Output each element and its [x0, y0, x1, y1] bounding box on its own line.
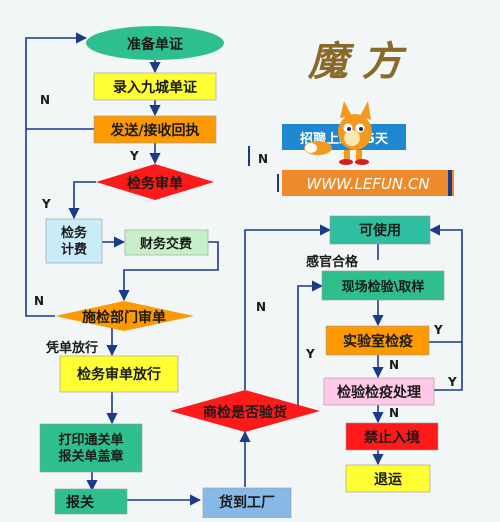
node-ban-label: 禁止入境	[364, 429, 420, 446]
node-onsite-label: 现场检验\取样	[342, 279, 425, 295]
node-return: 退运	[345, 464, 431, 493]
node-inspect-q: 商检是否验货	[170, 390, 320, 432]
node-lab-label: 实验室检疫	[343, 333, 413, 350]
edge-label-y-review: Y	[129, 149, 139, 163]
node-prepare-label: 准备单证	[127, 36, 183, 53]
node-review-label: 检务审单	[127, 175, 183, 192]
node-arrive-label: 货到工厂	[218, 494, 275, 511]
edge-label-y-process: Y	[447, 375, 457, 389]
node-arrive: 货到工厂	[202, 487, 292, 519]
node-usable-label: 可使用	[359, 222, 401, 239]
node-prepare: 准备单证	[86, 26, 224, 60]
node-onsite: 现场检验\取样	[321, 270, 445, 301]
logo-divider-2	[277, 174, 279, 192]
logo-website-edge	[448, 170, 452, 196]
logo-side-mark: N	[258, 152, 268, 166]
node-print-label: 打印通关单报关单盖章	[58, 432, 123, 464]
node-print: 打印通关单报关单盖章	[39, 423, 143, 473]
node-declare-label: 报关	[66, 494, 94, 511]
node-lab: 实验室检疫	[325, 325, 430, 356]
edge-label-n-process: N	[389, 406, 399, 420]
logo-divider	[248, 146, 250, 166]
node-process: 检验检疫处理	[323, 377, 435, 406]
node-process-label: 检验检疫处理	[337, 384, 421, 401]
node-review: 检务审单	[96, 164, 214, 200]
node-release-label: 检务审单放行	[77, 366, 161, 383]
node-usable: 可使用	[329, 215, 431, 245]
node-finance: 财务交费	[124, 229, 209, 256]
edge-label-n-loop: N	[40, 93, 50, 107]
node-send-label: 发送/接收回执	[109, 122, 199, 139]
logo-area: 魔 方 招聘上线0.5天 WWW.LEFUN.CN N	[248, 39, 454, 196]
edge-label-y-fee: Y	[41, 197, 51, 211]
edge-label-n-inspect: N	[256, 300, 266, 314]
node-enter-label: 录入九城单证	[113, 79, 197, 96]
edge-label-voucher: 凭单放行	[45, 340, 98, 356]
logo-website: WWW.LEFUN.CN	[306, 175, 429, 193]
node-inspect-q-label: 商检是否验货	[203, 404, 287, 421]
node-declare: 报关	[54, 488, 128, 515]
node-ban: 禁止入境	[345, 422, 439, 451]
node-send: 发送/接收回执	[93, 115, 217, 144]
edge-label-y-lab: Y	[433, 323, 443, 337]
edge-label-n-lab: N	[389, 358, 399, 372]
node-dept-review-label: 施检部门审单	[82, 309, 166, 326]
edge-label-sensory: 感官合格	[306, 254, 359, 270]
logo-website-bg	[282, 170, 454, 196]
node-return-label: 退运	[374, 472, 402, 488]
edge-label-y-inspect: Y	[305, 347, 315, 361]
logo-title: 魔 方	[307, 39, 407, 85]
edge-labels: N Y Y N N Y Y N Y N 感官合格 凭单放行	[34, 93, 457, 420]
node-finance-label: 财务交费	[140, 236, 192, 252]
fox-mascot-icon	[304, 101, 372, 165]
node-fee-label: 检务计费	[61, 225, 88, 257]
node-enter: 录入九城单证	[93, 72, 217, 101]
node-release: 检务审单放行	[59, 355, 179, 393]
node-dept-review: 施检部门审单	[55, 301, 194, 331]
edge-label-n-dept: N	[34, 294, 44, 308]
node-fee: 检务计费	[45, 218, 103, 264]
